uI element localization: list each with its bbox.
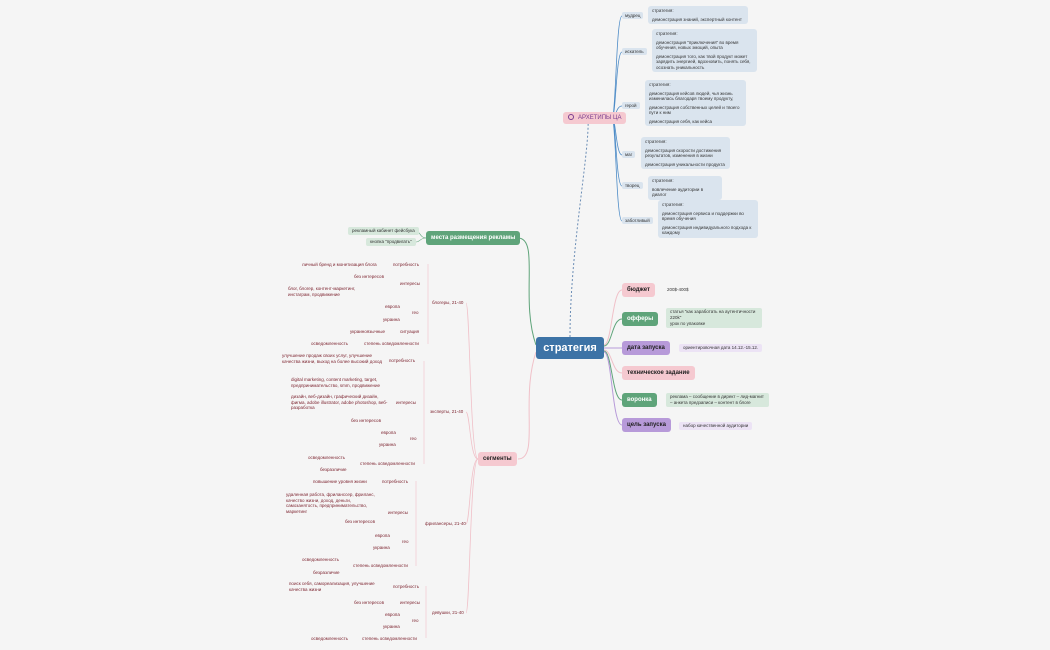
note-line: демонстрация знаний, экспертный контент: [652, 16, 742, 22]
note-line: демонстрация скорости достижения результ…: [645, 147, 722, 159]
segment-group[interactable]: эксперты, 21-40: [430, 409, 464, 414]
note-line: стратегия:: [649, 82, 671, 87]
segment-key: степень осведомленности: [364, 341, 419, 346]
launch-goal-node[interactable]: цель запуска: [622, 418, 671, 432]
root-node[interactable]: стратегия: [536, 337, 604, 359]
segment-value[interactable]: блог, блогер, контент-маркетинг, инстагр…: [288, 286, 356, 297]
note-line: стратегия:: [652, 178, 674, 183]
segment-value[interactable]: европа: [375, 533, 390, 538]
note-line: стратегия:: [656, 31, 678, 36]
segment-key: гео: [410, 436, 417, 441]
note-line: стратегия:: [652, 8, 674, 13]
archetypes-label: АРХЕТИПЫ ЦА: [578, 115, 622, 121]
expand-icon[interactable]: [568, 114, 574, 121]
segments-node[interactable]: сегменты: [478, 452, 517, 466]
segment-key: потребность: [393, 262, 420, 267]
archetypes-node[interactable]: АРХЕТИПЫ ЦА: [563, 112, 627, 124]
segment-value[interactable]: украина: [379, 442, 396, 447]
archetype-note[interactable]: стратегия: демонстрация "приключения" во…: [652, 29, 757, 72]
placement-leaf[interactable]: рекламный кабинет фейсбука: [348, 227, 419, 235]
segment-value[interactable]: осведомленность: [311, 636, 348, 641]
archetype-tag[interactable]: творец: [622, 182, 643, 189]
note-line: демонстрация себя, как кейса: [649, 118, 712, 124]
archetype-tag[interactable]: маг: [622, 151, 636, 158]
segment-key: интересы: [388, 510, 409, 515]
archetype-tag[interactable]: герой: [622, 102, 640, 109]
archetype-note[interactable]: стратегия: демонстрация кейсов людей, чь…: [645, 80, 746, 126]
segment-value[interactable]: осведомленность: [302, 557, 339, 562]
placement-leaf[interactable]: кнопка "продвигать": [366, 238, 416, 246]
segment-group[interactable]: блогеры, 21-40: [432, 300, 464, 305]
funnel-node[interactable]: воронка: [622, 393, 657, 407]
archetype-note[interactable]: стратегия: вовлечение аудитории в диалог: [648, 176, 722, 200]
note-line: демонстрация "приключения" во время обуч…: [656, 39, 739, 51]
segment-value[interactable]: украина: [373, 545, 390, 550]
segment-value[interactable]: digital marketing, content marketing, ta…: [291, 377, 381, 388]
segment-value[interactable]: европа: [381, 430, 396, 435]
note-line: демонстрация индивидуального подхода к к…: [662, 224, 752, 236]
note-line: вовлечение аудитории в диалог: [652, 186, 704, 198]
archetype-tag[interactable]: искатель: [622, 48, 647, 55]
archetype-note[interactable]: стратегия: демонстрация сервиса и поддер…: [658, 200, 758, 238]
segment-value[interactable]: украина: [383, 317, 400, 322]
segment-value[interactable]: без интересов: [354, 600, 384, 605]
note-line: демонстрация уникальности продукта: [645, 161, 725, 167]
note-line: демонстрация кейсов людей, чья жизнь изм…: [649, 90, 734, 102]
segment-value[interactable]: дизайн, веб-дизайн, графический дизайн, …: [291, 394, 388, 410]
placement-node[interactable]: места размещения рекламы: [426, 231, 521, 245]
offers-node[interactable]: офферы: [622, 312, 659, 326]
segment-key: потребность: [389, 358, 416, 363]
segment-value[interactable]: улучшение продаж своих услуг, улучшение …: [282, 353, 382, 364]
budget-node[interactable]: бюджет: [622, 283, 655, 297]
segment-value[interactable]: европа: [385, 612, 400, 617]
segment-key: гео: [412, 618, 419, 623]
funnel-value[interactable]: реклама – сообщение в директ – лид-магни…: [666, 393, 769, 407]
segment-key: потребность: [393, 584, 420, 589]
launch-date-value[interactable]: ориентировочная дата 14.12.-15.12.: [679, 344, 763, 352]
segment-key: ситуация: [400, 329, 420, 334]
segment-key: гео: [412, 310, 419, 315]
segment-value[interactable]: повышение уровня жизни: [313, 479, 367, 484]
note-line: демонстрация того, как твой продукт може…: [656, 53, 751, 70]
archetype-note[interactable]: стратегия: демонстрация знаний, экспертн…: [648, 6, 748, 24]
offers-value[interactable]: статья "как заработать на аутентичности …: [666, 308, 762, 328]
segment-key: интересы: [400, 600, 421, 605]
segment-value[interactable]: европа: [385, 304, 400, 309]
note-line: демонстрация сервиса и поддержки во врем…: [662, 210, 744, 222]
archetype-note[interactable]: стратегия: демонстрация скорости достиже…: [641, 137, 730, 169]
segment-value[interactable]: осведомленность: [308, 455, 345, 460]
segment-value[interactable]: без интересов: [351, 418, 381, 423]
segment-value[interactable]: личный бренд и монетизация блога: [302, 262, 377, 267]
tech-spec-node[interactable]: техническое задание: [622, 366, 695, 380]
segment-value[interactable]: без интересов: [354, 274, 384, 279]
segment-group[interactable]: девушки, 21-40: [432, 610, 464, 615]
note-line: демонстрация собственных целей и твоего …: [649, 104, 740, 116]
segment-value[interactable]: украина: [383, 624, 400, 629]
segment-key: интересы: [396, 400, 417, 405]
launch-goal-value[interactable]: набор качественной аудитории: [679, 422, 753, 430]
segment-value[interactable]: удаленная работа, фриланссер, фриланс, к…: [286, 492, 375, 514]
note-line: стратегия:: [662, 202, 684, 207]
segment-value[interactable]: без интересов: [345, 519, 375, 524]
budget-value[interactable]: 200$-400$: [667, 287, 689, 292]
archetype-tag[interactable]: заботливый: [622, 217, 653, 224]
segment-value[interactable]: осведомленность: [311, 341, 348, 346]
segment-key: интересы: [400, 281, 421, 286]
segment-value[interactable]: поиск себя, самореализация, улучшение ка…: [289, 581, 375, 592]
segment-value[interactable]: безразличие: [320, 467, 347, 472]
segment-key: степень осведомленности: [353, 563, 408, 568]
segment-key: потребность: [382, 479, 409, 484]
segment-value[interactable]: безразличие: [313, 570, 340, 575]
archetype-tag[interactable]: мудрец: [622, 12, 644, 19]
segment-value[interactable]: украиноязычные: [350, 329, 386, 334]
segment-key: степень осведомленности: [360, 461, 415, 466]
launch-date-node[interactable]: дата запуска: [622, 341, 670, 355]
segment-group[interactable]: фрилансеры, 21-40: [425, 521, 466, 526]
note-line: стратегия:: [645, 139, 667, 144]
segment-key: гео: [402, 539, 409, 544]
segment-key: степень осведомленности: [362, 636, 417, 641]
